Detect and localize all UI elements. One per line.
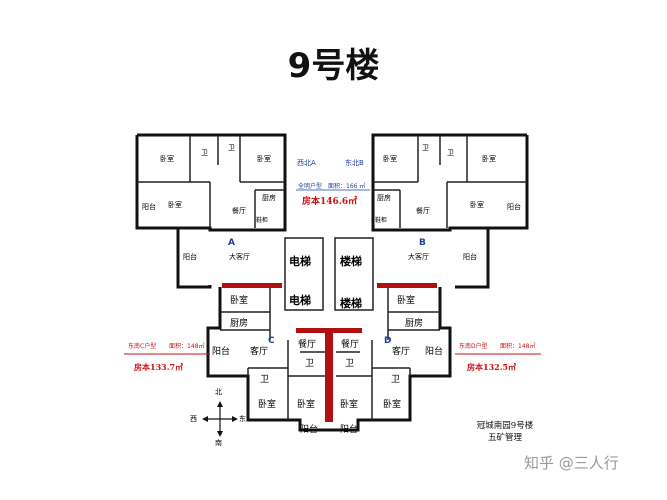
slide-title: 9号楼	[287, 46, 380, 86]
compass: 北 南 西 东	[190, 388, 246, 447]
caption-line-1: 冠城南园9号楼	[476, 421, 534, 431]
compass-north: 北	[215, 388, 222, 396]
plan-caption: 冠城南园9号楼 五矿管理	[460, 420, 550, 444]
interior-walls	[137, 135, 527, 420]
compass-arrows-icon	[202, 401, 238, 437]
compass-west: 西	[190, 415, 197, 423]
caption-line-2: 五矿管理	[487, 433, 522, 443]
compass-south: 南	[215, 439, 222, 447]
watermark: 知乎 @三人行	[524, 454, 619, 472]
compass-east: 东	[239, 415, 246, 423]
accent-red-walls	[222, 283, 437, 422]
